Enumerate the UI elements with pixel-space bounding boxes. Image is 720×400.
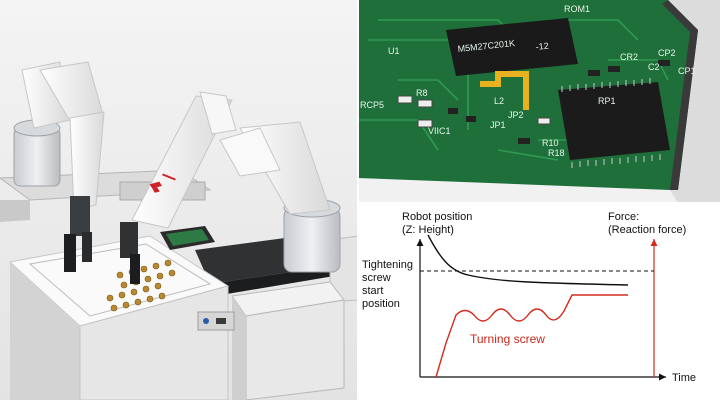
svg-text:R8: R8 — [416, 88, 428, 98]
svg-text:RCP5: RCP5 — [360, 100, 384, 110]
svg-text:CP2: CP2 — [658, 48, 676, 58]
turning-screw-label: Turning screw — [470, 332, 545, 346]
svg-text:RP1: RP1 — [598, 96, 616, 106]
pcb-silkscreen: ROM1 RCP5 JP1 JP2 R8 R10 CR2 CP2 CP1 U1 … — [360, 4, 696, 158]
svg-text:CR2: CR2 — [620, 52, 638, 62]
robot-cell-illustration — [0, 0, 358, 400]
controller-cabinet — [197, 281, 345, 400]
time-axis-label: Time — [672, 372, 697, 384]
position-curve — [427, 234, 629, 286]
gold-jumper — [480, 71, 529, 110]
smd-components — [397, 60, 670, 144]
diagram-canvas — [416, 234, 666, 381]
pcb-fixture — [160, 226, 215, 250]
diamond-logo-icon — [149, 181, 162, 193]
svg-text:L2: L2 — [494, 96, 504, 106]
svg-text:U1: U1 — [388, 46, 400, 56]
robot-cell-drawing — [0, 0, 358, 400]
svg-text:ROM1: ROM1 — [564, 4, 590, 14]
pcb-closeup: M5M27C201K -12 — [358, 0, 720, 203]
robot-arm-center — [120, 91, 237, 284]
svg-text:JP1: JP1 — [490, 120, 506, 130]
force-position-diagram: Robot position (Z: Height) Force: (React… — [358, 203, 720, 400]
force-axis-label: Force: (Reaction force) — [608, 211, 687, 236]
pcb-drawing: M5M27C201K -12 — [358, 0, 720, 203]
position-axis-label: Robot position (Z: Height) — [402, 211, 473, 236]
svg-text:CP1: CP1 — [678, 66, 696, 76]
tightening-start-label: Tightening screw start position — [362, 259, 413, 310]
svg-text:C2: C2 — [648, 62, 660, 72]
robot-arm-right — [219, 121, 341, 273]
svg-text:VIIC1: VIIC1 — [428, 126, 451, 136]
robot-arm-left — [13, 61, 105, 272]
svg-text:JP2: JP2 — [508, 110, 524, 120]
panel-divider-vertical — [357, 0, 359, 400]
svg-text:R10: R10 — [542, 138, 559, 148]
panel-divider-horizontal — [358, 202, 720, 204]
qfp-chip — [558, 78, 670, 168]
force-curve — [435, 294, 628, 378]
svg-text:-12: -12 — [535, 41, 549, 52]
svg-text:R18: R18 — [548, 148, 565, 158]
rom-chip: M5M27C201K -12 — [446, 18, 578, 76]
